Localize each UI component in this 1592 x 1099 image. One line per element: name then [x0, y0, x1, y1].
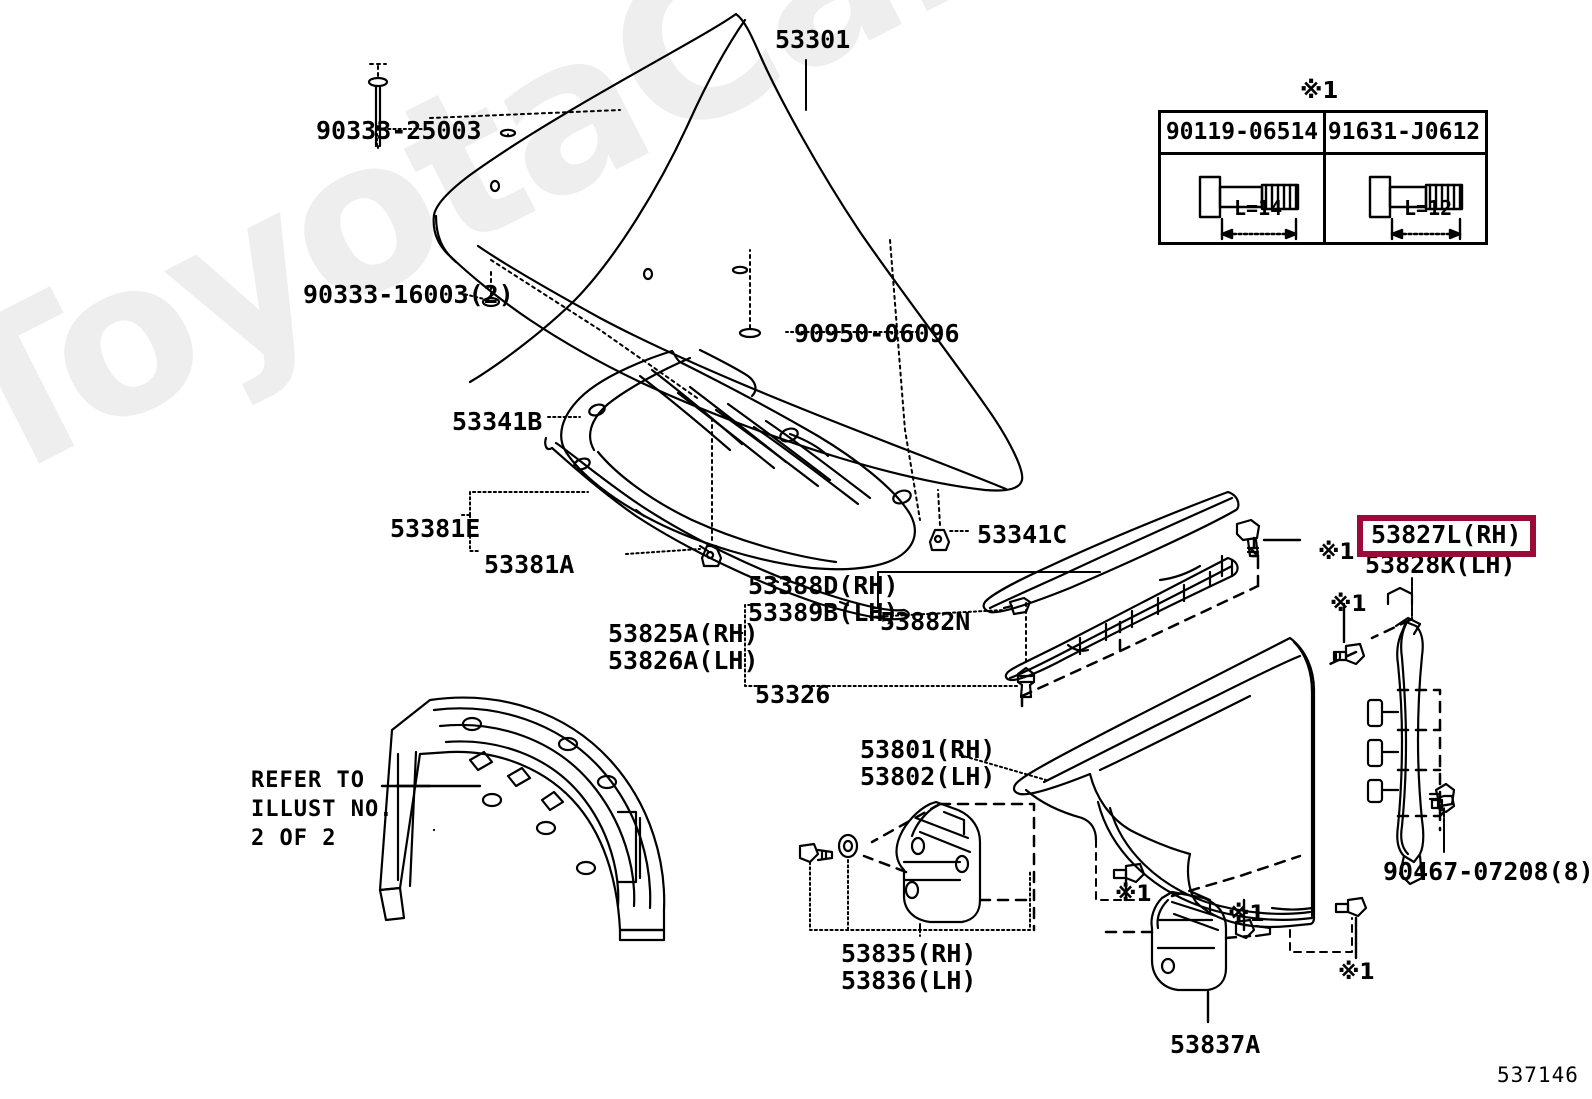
- star-marker-sm1: ※1: [1318, 540, 1355, 565]
- fastener-90333-25003: [367, 76, 389, 148]
- star-marker-sm2: ※1: [1330, 592, 1367, 617]
- callout-53381a[interactable]: 53381A: [484, 550, 575, 579]
- clip-53882n: [1002, 596, 1032, 616]
- bracket-pin-upper: [1386, 586, 1414, 606]
- bolt-table-part-2: 91631-J0612: [1327, 119, 1481, 145]
- callout-53837a[interactable]: 53837A: [1170, 1030, 1261, 1059]
- clip-53381a: [700, 544, 723, 568]
- fender-protector: [1004, 554, 1239, 682]
- callout-53802lh[interactable]: 53802(LH): [860, 762, 996, 791]
- fastener-90950-06096: [738, 327, 762, 339]
- hood-panel: [432, 12, 1024, 492]
- bolt-reference-table: 90119-06514 91631-J0612: [1158, 110, 1488, 245]
- callout-90333160032[interactable]: 90333-16003(2): [303, 280, 514, 309]
- bolt-table-part-1: 90119-06514: [1165, 119, 1319, 145]
- front-fender: [1012, 636, 1316, 929]
- refer-line-2: ILLUST NO.: [251, 797, 394, 823]
- bolt-length-2: L=12: [1404, 196, 1453, 220]
- refer-to-note: REFER TO ILLUST NO. 2 OF 2: [251, 766, 393, 853]
- bolt-upper-right: [1235, 518, 1261, 558]
- bolt-hinge-a: [798, 842, 834, 864]
- callout-90467072088[interactable]: 90467-07208(8): [1383, 857, 1592, 886]
- callout-53801rh[interactable]: 53801(RH): [860, 735, 996, 764]
- bolt-icon-left: [1198, 175, 1300, 241]
- hood-hinge: [895, 800, 982, 924]
- fender-lower-bracket: [1150, 890, 1228, 992]
- star-marker-sm3: ※1: [1115, 882, 1152, 907]
- callout-53341c[interactable]: 53341C: [977, 520, 1068, 549]
- hood-insulator: [560, 348, 916, 571]
- washer-hinge: [837, 833, 859, 859]
- callout-53326[interactable]: 53326: [755, 680, 831, 709]
- clip-53341c: [928, 528, 951, 552]
- callout-53388drh[interactable]: 53388D(RH): [748, 571, 899, 600]
- callout-53825arh[interactable]: 53825A(RH): [608, 619, 759, 648]
- bolt-lower-mid: [1112, 862, 1146, 884]
- bolt-lower-far: [1334, 896, 1368, 918]
- callout-53301[interactable]: 53301: [775, 25, 851, 54]
- bolt-bracket-right: [1234, 918, 1272, 940]
- callout-53826alh[interactable]: 53826A(LH): [608, 646, 759, 675]
- fender-bracket-53827l: [1366, 616, 1425, 886]
- callout-53835rh[interactable]: 53835(RH): [841, 939, 977, 968]
- fastener-90333-16003: [481, 296, 501, 308]
- refer-line-1: REFER TO: [251, 768, 365, 793]
- callout-53389blh[interactable]: 53389B(LH): [748, 598, 899, 627]
- bolt-length-1: L=14: [1234, 196, 1283, 220]
- callout-53836lh[interactable]: 53836(LH): [841, 966, 977, 995]
- star-marker-sm4: ※1: [1228, 902, 1265, 927]
- callout-9033325003[interactable]: 90333-25003: [316, 116, 482, 145]
- star-marker-sm5: ※1: [1338, 960, 1375, 985]
- bolt-icon-right: [1368, 175, 1464, 241]
- bolt-mid-right: [1332, 642, 1366, 666]
- callout-53341b[interactable]: 53341B: [452, 407, 543, 436]
- fender-liner-front: [378, 696, 666, 942]
- diagram-image-id: 537146: [1497, 1063, 1579, 1087]
- callout-53882n[interactable]: 53882N: [880, 607, 971, 636]
- fender-moulding: [982, 490, 1240, 614]
- note-marker-star1: ※1: [1300, 78, 1339, 104]
- table-divider-vertical: [1323, 113, 1326, 242]
- callout-9095006096[interactable]: 90950-06096: [794, 319, 960, 348]
- callout-53381e[interactable]: 53381E: [390, 514, 481, 543]
- refer-line-3: 2 OF 2: [251, 826, 337, 852]
- highlighted-part-number[interactable]: 53827L(RH): [1357, 515, 1536, 558]
- highlighted-part-label: 53827L(RH): [1371, 520, 1522, 549]
- clip-90467: [1428, 782, 1456, 808]
